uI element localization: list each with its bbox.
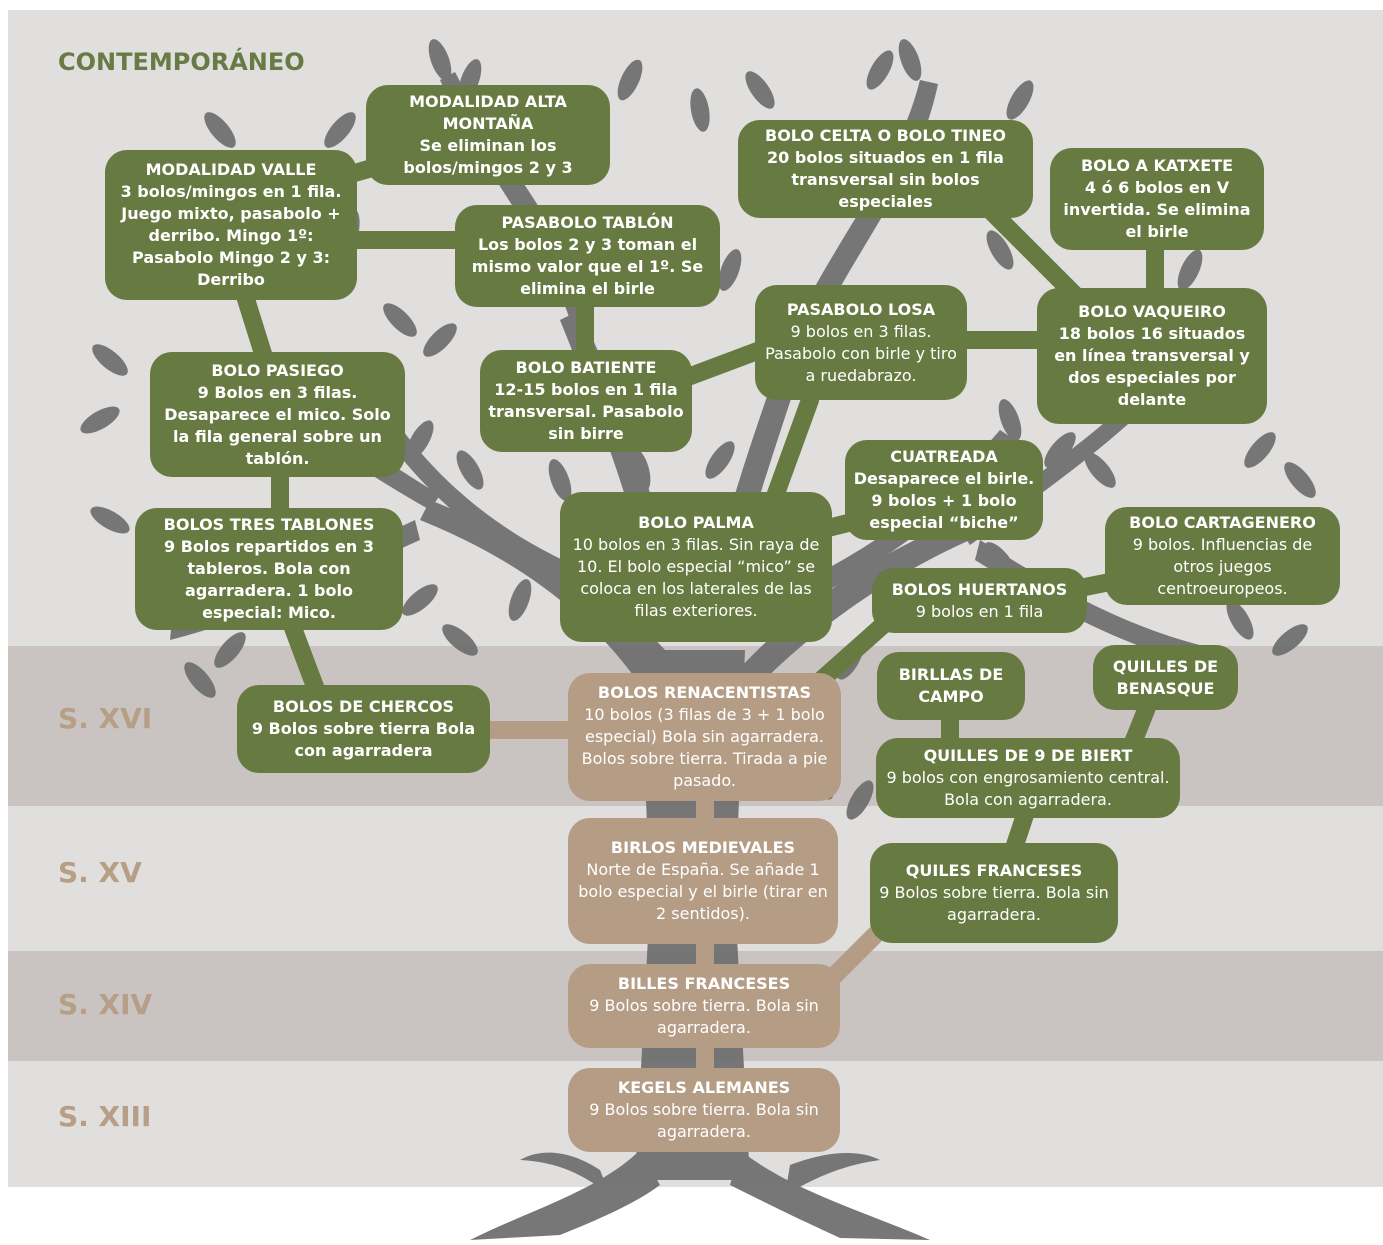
node-body: 10 bolos en 3 filas. Sin raya de 10. El … <box>572 535 820 620</box>
node-body: 9 Bolos repartidos en 3 tableros. Bola c… <box>164 537 374 622</box>
node-title: KEGELS ALEMANES <box>617 1078 791 1097</box>
era-label-s14: S. XIV <box>58 988 153 1021</box>
node-body: 10 bolos (3 filas de 3 + 1 bolo especial… <box>581 705 828 790</box>
node-cuatreada: CUATREADA Desaparece el birle. 9 bolos +… <box>845 440 1043 540</box>
node-bolo-palma: BOLO PALMA 10 bolos en 3 filas. Sin raya… <box>560 492 832 642</box>
node-title: BOLOS HUERTANOS <box>891 579 1068 599</box>
node-title: BOLO PASIEGO <box>211 360 344 380</box>
node-birlos-medievales: BIRLOS MEDIEVALES Norte de España. Se añ… <box>568 818 838 944</box>
node-title: BOLO VAQUEIRO <box>1078 302 1226 321</box>
node-title: BILLES FRANCESES <box>617 974 791 993</box>
node-body: Los bolos 2 y 3 toman el mismo valor que… <box>471 235 704 298</box>
node-title: BOLO PALMA <box>638 513 754 532</box>
node-bolo-vaqueiro: BOLO VAQUEIRO 18 bolos 16 situados en lí… <box>1037 288 1267 424</box>
node-title: BOLO CELTA O BOLO TINEO <box>765 126 1006 145</box>
node-body: 9 bolos en 1 fila <box>915 601 1044 621</box>
node-title: BIRLLAS DE CAMPO <box>898 665 1004 706</box>
node-quilles-de-9-de-biert: QUILLES DE 9 DE BIERT 9 bolos con engros… <box>876 738 1180 818</box>
node-body: 12-15 bolos en 1 fila transversal. Pasab… <box>488 380 684 443</box>
node-title: BIRLOS MEDIEVALES <box>610 838 796 857</box>
node-title: CUATREADA <box>890 447 998 466</box>
era-label-contemporaneo: CONTEMPORÁNEO <box>58 48 305 76</box>
node-title: BOLOS TRES TABLONES <box>163 515 375 534</box>
era-label-s15: S. XV <box>58 856 142 889</box>
era-label-s16: S. XVI <box>58 702 153 735</box>
node-title: QUILES FRANCESES <box>905 861 1083 880</box>
node-bolo-katxete: BOLO A KATXETE 4 ó 6 bolos en V invertid… <box>1050 148 1264 250</box>
node-body: Desaparece el birle. 9 bolos + 1 bolo es… <box>853 469 1035 532</box>
node-body: 20 bolos situados en 1 fila transversal … <box>767 148 1004 211</box>
node-birllas-de-campo: BIRLLAS DE CAMPO <box>877 652 1025 720</box>
node-body: 9 Bolos sobre tierra Bola con agarradera <box>251 719 476 760</box>
node-modalidad-alta-montana: MODALIDAD ALTA MONTAÑA Se eliminan los b… <box>366 85 610 185</box>
node-bolo-pasiego: BOLO PASIEGO 9 Bolos en 3 filas. Desapar… <box>150 352 405 477</box>
node-body: 9 Bolos sobre tierra. Bola sin agarrader… <box>879 883 1109 924</box>
node-quiles-franceses: QUILES FRANCESES 9 Bolos sobre tierra. B… <box>870 843 1118 943</box>
node-body: 3 bolos/mingos en 1 fila. Juego mixto, p… <box>120 182 342 289</box>
node-body: 9 bolos con engrosamiento central. Bola … <box>886 768 1170 809</box>
node-title: BOLO BATIENTE <box>515 358 657 377</box>
era-label-s13: S. XIII <box>58 1100 152 1133</box>
node-title: PASABOLO TABLÓN <box>501 213 674 232</box>
node-title: PASABOLO LOSA <box>786 299 936 319</box>
node-title: BOLO A KATXETE <box>1080 156 1234 175</box>
node-bolos-huertanos: BOLOS HUERTANOS 9 bolos en 1 fila <box>872 568 1087 633</box>
node-pasabolo-tablon: PASABOLO TABLÓN Los bolos 2 y 3 toman el… <box>455 205 720 307</box>
node-body: Se eliminan los bolos/mingos 2 y 3 <box>403 136 573 177</box>
node-body: 9 bolos en 3 filas. Pasabolo con birle y… <box>765 321 957 385</box>
node-bolos-tres-tablones: BOLOS TRES TABLONES 9 Bolos repartidos e… <box>135 508 403 630</box>
node-title: QUILLES DE BENASQUE <box>1112 656 1219 698</box>
node-body: 9 Bolos sobre tierra. Bola sin agarrader… <box>589 996 819 1037</box>
node-bolo-batiente: BOLO BATIENTE 12-15 bolos en 1 fila tran… <box>480 350 692 452</box>
node-bolo-cartagenero: BOLO CARTAGENERO 9 bolos. Influencias de… <box>1105 507 1340 605</box>
node-title: MODALIDAD VALLE <box>145 160 317 179</box>
node-billes-franceses: BILLES FRANCESES 9 Bolos sobre tierra. B… <box>568 964 840 1048</box>
node-modalidad-valle: MODALIDAD VALLE 3 bolos/mingos en 1 fila… <box>105 150 357 300</box>
node-pasabolo-losa: PASABOLO LOSA 9 bolos en 3 filas. Pasabo… <box>755 285 967 400</box>
node-body: Norte de España. Se añade 1 bolo especia… <box>578 860 828 923</box>
node-bolos-de-chercos: BOLOS DE CHERCOS 9 Bolos sobre tierra Bo… <box>237 685 490 773</box>
node-bolos-renacentistas: BOLOS RENACENTISTAS 10 bolos (3 filas de… <box>568 673 841 801</box>
node-kegels-alemanes: KEGELS ALEMANES 9 Bolos sobre tierra. Bo… <box>568 1068 840 1152</box>
node-title: MODALIDAD ALTA MONTAÑA <box>409 92 567 133</box>
node-title: BOLOS DE CHERCOS <box>272 697 455 716</box>
node-title: BOLOS RENACENTISTAS <box>597 683 812 702</box>
node-body: 9 Bolos en 3 filas. Desaparece el mico. … <box>164 382 391 468</box>
node-bolo-celta: BOLO CELTA O BOLO TINEO 20 bolos situado… <box>738 120 1033 218</box>
node-body: 18 bolos 16 situados en línea transversa… <box>1054 324 1250 409</box>
node-quilles-de-benasque: QUILLES DE BENASQUE <box>1093 645 1238 710</box>
node-body: 9 Bolos sobre tierra. Bola sin agarrader… <box>589 1100 819 1141</box>
node-body: 9 bolos. Influencias de otros juegos cen… <box>1132 535 1313 598</box>
node-title: BOLO CARTAGENERO <box>1129 513 1316 532</box>
node-body: 4 ó 6 bolos en V invertida. Se elimina e… <box>1063 178 1251 241</box>
node-title: QUILLES DE 9 DE BIERT <box>923 746 1133 765</box>
